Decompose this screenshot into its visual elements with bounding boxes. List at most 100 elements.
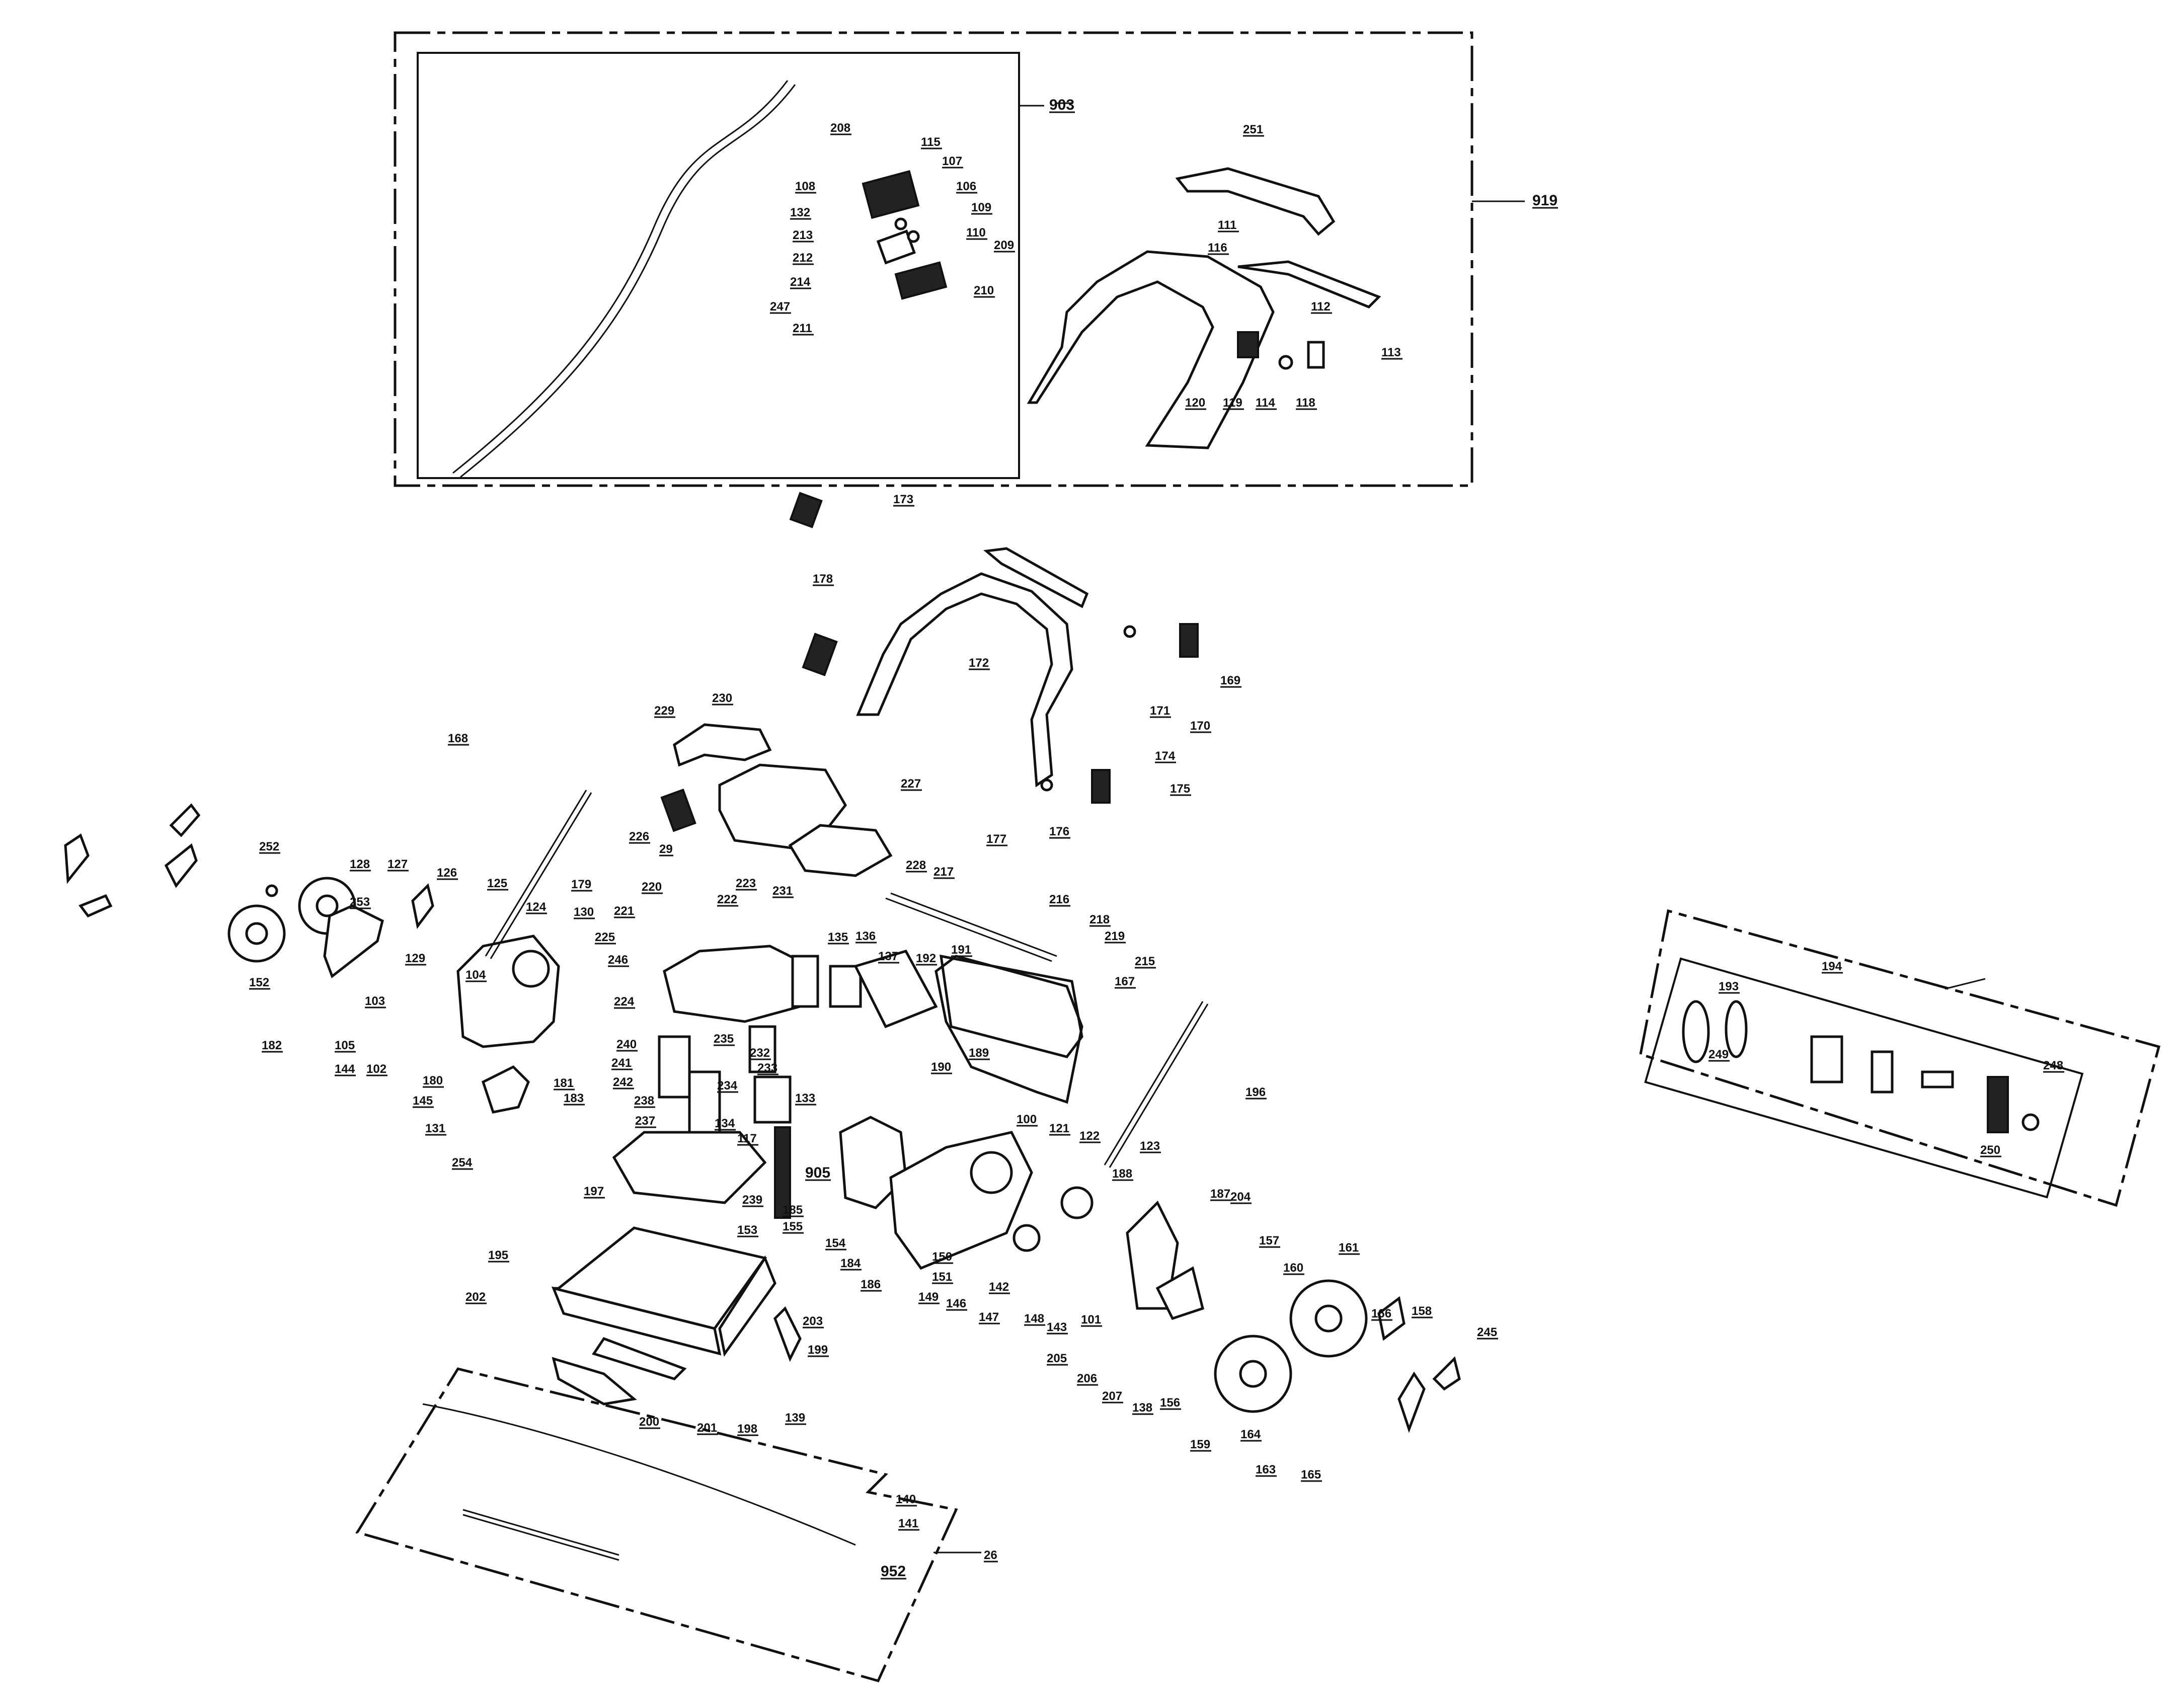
part-label-246: 246: [608, 953, 628, 967]
part-label-134: 134: [715, 1117, 735, 1130]
part-label-182: 182: [262, 1039, 282, 1052]
part-label-125: 125: [487, 877, 507, 890]
part-label-254: 254: [452, 1156, 473, 1170]
part-label-187: 187: [1210, 1187, 1230, 1201]
part-label-109: 109: [971, 201, 991, 214]
part-label-154: 154: [825, 1236, 846, 1250]
part-label-214: 214: [790, 275, 811, 289]
part-label-208: 208: [830, 121, 850, 135]
part-label-191: 191: [951, 943, 971, 957]
part-label-107: 107: [942, 154, 962, 168]
part-label-211: 211: [793, 322, 812, 335]
part-label-196: 196: [1245, 1085, 1266, 1099]
group-905-box: [1639, 909, 2161, 1207]
reel-shaft-drawing: [422, 1403, 856, 1561]
group-952-box: [355, 1367, 981, 1682]
part-label-213: 213: [793, 228, 813, 242]
part-label-140: 140: [896, 1493, 916, 1506]
part-label-130: 130: [574, 905, 594, 919]
part-label-155: 155: [783, 1220, 803, 1233]
part-label-235: 235: [714, 1032, 734, 1046]
part-label-210: 210: [974, 284, 994, 297]
part-label-133: 133: [795, 1092, 815, 1105]
part-label-146: 146: [946, 1297, 966, 1310]
lower-handle-drawing: [789, 492, 1199, 804]
part-label-149: 149: [918, 1290, 939, 1304]
part-label-220: 220: [642, 880, 662, 894]
part-label-122: 122: [1079, 1129, 1100, 1143]
part-label-218: 218: [1089, 913, 1110, 926]
part-label-179: 179: [571, 878, 591, 891]
group-903-box: [417, 52, 1044, 479]
part-label-116: 116: [1208, 241, 1227, 255]
part-label-117: 117: [737, 1132, 757, 1145]
part-label-120: 120: [1185, 396, 1205, 410]
part-label-238: 238: [634, 1094, 654, 1108]
part-label-157: 157: [1259, 1234, 1279, 1248]
part-label-188: 188: [1112, 1167, 1132, 1181]
part-label-169: 169: [1220, 674, 1240, 687]
part-label-161: 161: [1339, 1241, 1359, 1255]
part-label-186: 186: [861, 1278, 881, 1291]
part-label-175: 175: [1170, 782, 1190, 796]
part-label-115: 115: [921, 135, 941, 149]
part-label-177: 177: [986, 832, 1006, 846]
part-label-127: 127: [387, 858, 408, 871]
part-label-192: 192: [916, 952, 936, 965]
part-label-224: 224: [614, 995, 635, 1008]
part-label-126: 126: [437, 866, 457, 880]
part-label-249: 249: [1708, 1048, 1729, 1061]
part-label-108: 108: [795, 180, 815, 193]
part-label-219: 219: [1105, 929, 1125, 943]
part-label-952: 952: [881, 1563, 906, 1580]
part-label-198: 198: [737, 1422, 757, 1436]
part-label-29: 29: [659, 842, 673, 856]
part-label-251: 251: [1243, 123, 1263, 136]
part-label-124: 124: [526, 900, 547, 914]
part-label-205: 205: [1047, 1352, 1067, 1365]
part-label-103: 103: [365, 994, 385, 1008]
part-label-143: 143: [1047, 1321, 1067, 1334]
part-label-245: 245: [1477, 1326, 1497, 1339]
part-label-113: 113: [1381, 346, 1401, 359]
part-label-231: 231: [772, 884, 793, 898]
part-label-151: 151: [932, 1270, 952, 1284]
left-housing-drawing: [456, 935, 560, 1114]
part-label-112: 112: [1311, 300, 1331, 314]
part-label-228: 228: [906, 859, 926, 872]
mulch-kit-drawing: [1682, 1000, 2040, 1133]
part-label-237: 237: [635, 1114, 655, 1128]
part-label-145: 145: [413, 1094, 433, 1108]
part-label-222: 222: [717, 893, 737, 906]
part-label-195: 195: [488, 1249, 508, 1262]
part-label-250: 250: [1980, 1143, 2000, 1157]
part-label-232: 232: [750, 1046, 770, 1060]
part-label-138: 138: [1132, 1401, 1152, 1415]
part-label-234: 234: [717, 1079, 738, 1093]
rear-deck-drawing: [551, 954, 1083, 1406]
part-label-225: 225: [595, 930, 615, 944]
rods-drawing: [485, 790, 1209, 1168]
part-label-173: 173: [893, 493, 913, 506]
group-919-box: [394, 31, 1525, 487]
part-label-241: 241: [611, 1056, 632, 1070]
part-label-110: 110: [966, 226, 986, 240]
part-label-166: 166: [1371, 1307, 1391, 1321]
part-label-102: 102: [366, 1062, 386, 1076]
part-label-181: 181: [554, 1076, 574, 1090]
part-label-209: 209: [994, 239, 1014, 252]
part-label-163: 163: [1256, 1463, 1276, 1477]
part-label-233: 233: [757, 1061, 777, 1075]
part-label-242: 242: [613, 1075, 633, 1089]
motor-gearbox-drawing: [839, 1116, 1041, 1270]
part-label-230: 230: [712, 691, 732, 705]
part-label-114: 114: [1256, 396, 1275, 410]
part-label-150: 150: [932, 1250, 952, 1264]
part-label-185: 185: [783, 1203, 803, 1217]
part-label-136: 136: [855, 929, 876, 943]
part-label-144: 144: [335, 1062, 355, 1076]
part-label-147: 147: [979, 1310, 999, 1324]
part-label-201: 201: [697, 1421, 717, 1435]
part-label-104: 104: [465, 968, 486, 982]
part-label-172: 172: [969, 656, 989, 670]
